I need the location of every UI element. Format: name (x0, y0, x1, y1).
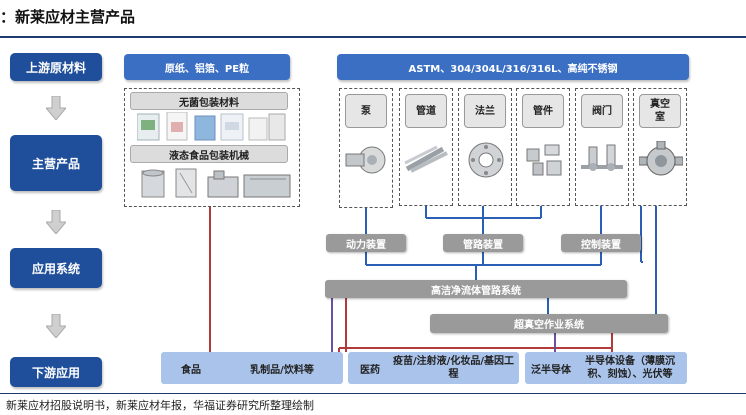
equipment-title-pump: 泵 (345, 94, 387, 128)
title-divider (0, 36, 746, 38)
downstream-semiconductor-detail: 半导体设备（薄膜沉积、刻蚀）、光伏等 (585, 356, 675, 380)
equipment-box-pipe: 管道 (399, 88, 453, 206)
downstream-food-name: 食品 (181, 364, 201, 376)
packaging-machinery-image (140, 167, 292, 199)
page-title: ：新莱应材主营产品 (0, 8, 136, 26)
upstream-materials-food: 原纸、铝箔、PE粒 (124, 54, 290, 80)
down-arrow-icon (44, 209, 68, 235)
ultra-vacuum-system: 超真空作业系统 (430, 314, 668, 333)
downstream-semiconductor: 泛半导体 半导体设备（薄膜沉积、刻蚀）、光伏等 (525, 352, 687, 384)
downstream-food-detail: 乳制品/饮料等 (250, 364, 314, 376)
liquid-food-machinery-label: 液态食品包装机械 (130, 145, 288, 163)
flange-icon (468, 142, 504, 178)
equipment-box-vacuum-chamber: 真空室 (633, 88, 687, 206)
fitting-icon (526, 144, 562, 176)
high-purity-fluid-system: 高洁净流体管路系统 (325, 280, 627, 298)
equipment-box-fitting: 管件 (516, 88, 570, 206)
pump-icon (345, 146, 386, 174)
pipe-icon (404, 145, 448, 173)
control-device: 控制装置 (561, 234, 641, 252)
down-arrow-icon (44, 95, 68, 121)
equipment-box-pump: 泵 (339, 88, 393, 208)
downstream-pharma: 医药 疫苗/注射液/化妆品/基因工程 (348, 352, 519, 384)
stage-downstream: 下游应用 (10, 357, 102, 387)
down-arrow-icon (44, 313, 68, 339)
aseptic-packaging-label: 无菌包装材料 (130, 92, 288, 110)
equipment-title-pipe: 管道 (405, 94, 447, 128)
valve-icon (581, 144, 623, 171)
equipment-title-flange: 法兰 (464, 94, 506, 128)
equipment-box-valve: 阀门 (575, 88, 629, 206)
vacuum-chamber-icon (639, 141, 683, 176)
footer-divider (0, 393, 746, 394)
stage-upstream-materials: 上游原材料 (10, 53, 102, 81)
packaging-products-image (136, 111, 287, 142)
stage-main-products: 主营产品 (10, 135, 102, 191)
power-device: 动力装置 (326, 234, 406, 252)
equipment-title-valve: 阀门 (581, 94, 623, 128)
downstream-pharma-name: 医药 (360, 364, 380, 376)
pipeline-device: 管路装置 (443, 234, 523, 252)
stage-application-systems: 应用系统 (10, 248, 102, 288)
downstream-food: 食品 乳制品/饮料等 (161, 352, 343, 384)
equipment-title-fitting: 管件 (522, 94, 564, 128)
downstream-semiconductor-name: 泛半导体 (531, 364, 571, 376)
equipment-title-vacuum-chamber: 真空室 (639, 94, 681, 128)
source-note: 新莱应材招股说明书，新莱应材年报，华福证券研究所整理绘制 (6, 399, 314, 412)
upstream-materials-steel: ASTM、304/304L/316/316L、高纯不锈钢 (337, 54, 689, 80)
equipment-box-flange: 法兰 (458, 88, 512, 206)
downstream-pharma-detail: 疫苗/注射液/化妆品/基因工程 (393, 356, 514, 380)
